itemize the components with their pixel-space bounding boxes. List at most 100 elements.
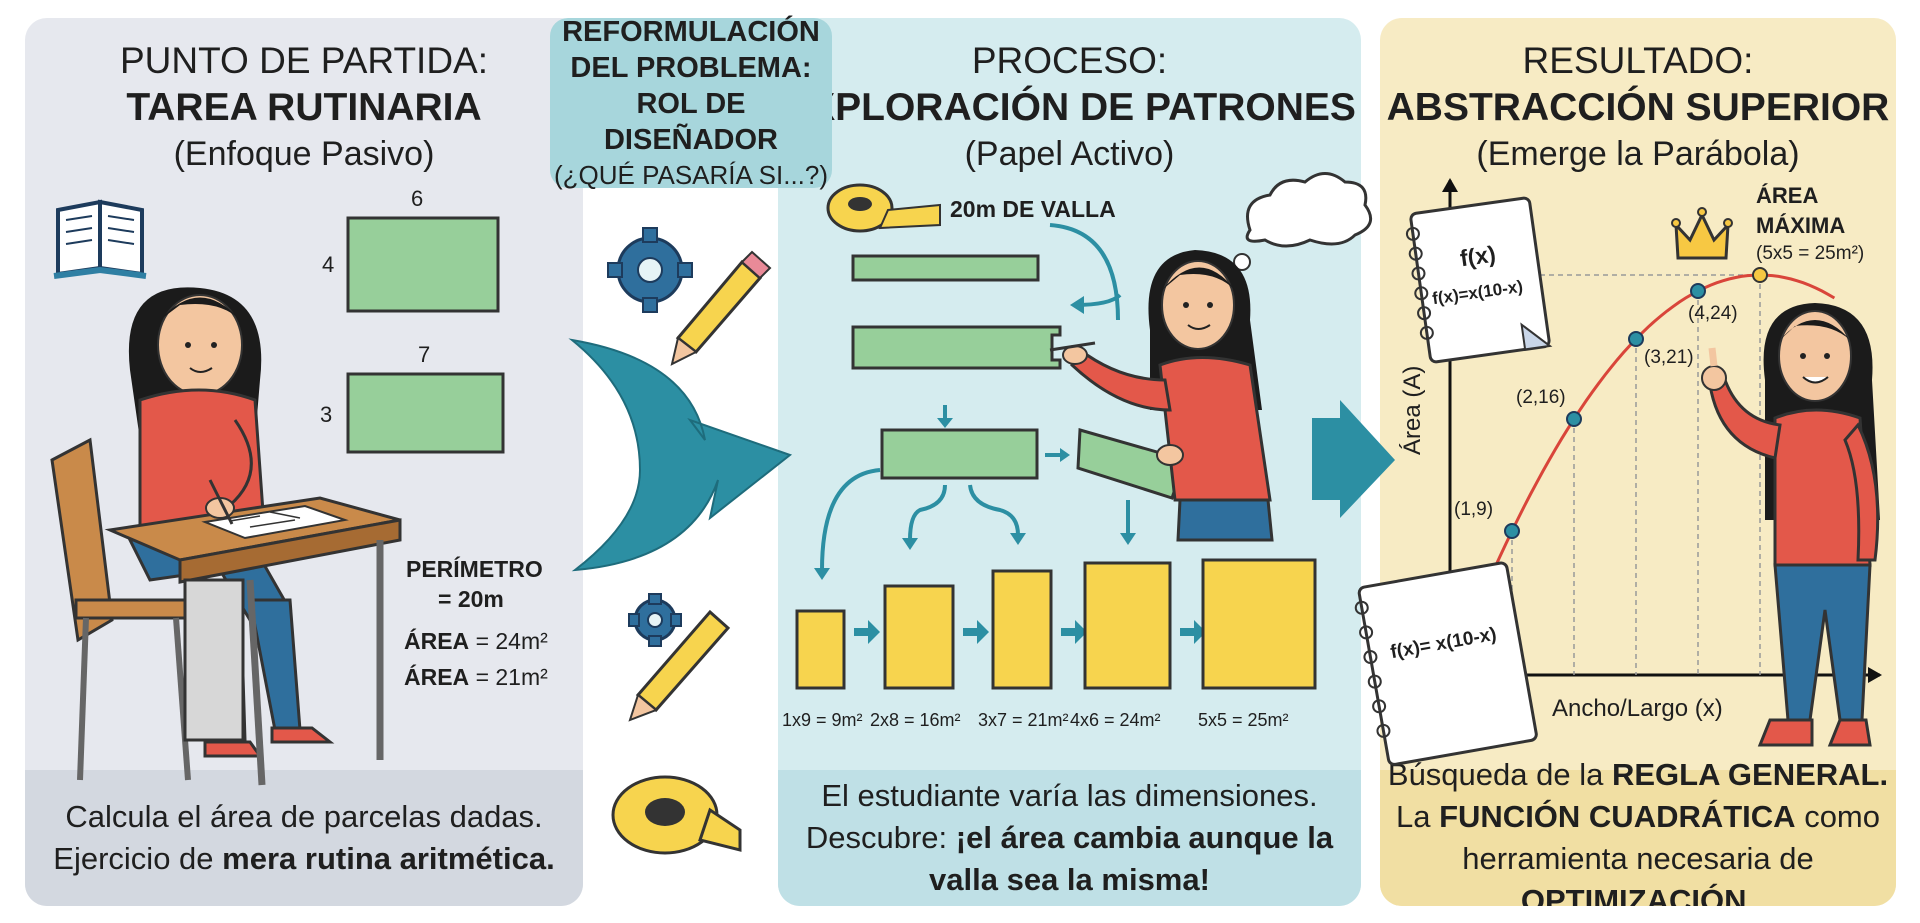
rectangle-6x4: [346, 216, 500, 313]
gear-icon: [628, 593, 682, 647]
bar-label-1x9: 1x9 = 9m²: [782, 710, 863, 730]
reform-line4: (¿QUÉ PASARÍA SI...?): [553, 160, 829, 190]
perimeter-line1: PERÍMETRO: [406, 556, 543, 582]
panel2-subtitle: (Papel Activo): [964, 135, 1175, 173]
notebook-icon: [1354, 561, 1538, 766]
fence-label: 20m DE VALLA: [950, 196, 1116, 222]
rect1-side-label: 4: [322, 252, 335, 277]
bar-1x9: [795, 609, 846, 690]
panel1-footer-line2: Ejercicio de mera rutina aritmética.: [53, 838, 554, 880]
fence-bending-rectangle: [851, 325, 1062, 370]
rect1-top-label: 6: [411, 186, 424, 211]
panel2-footer-line3: valla sea la misma!: [929, 859, 1210, 901]
reformulation-box: REFORMULACIÓN DEL PROBLEMA: ROL DE DISEÑ…: [550, 16, 832, 190]
tape-measure-icon: [826, 183, 941, 233]
pencil-icon: [670, 250, 772, 366]
panel3-subtitle: (Emerge la Parábola): [1476, 135, 1800, 173]
area-bar-chart: [795, 558, 1317, 690]
max-point: [1752, 267, 1768, 283]
rect2-top-label: 7: [418, 342, 431, 367]
bar-flow-arrow: [963, 620, 989, 644]
panel1-subtitle: (Enfoque Pasivo): [173, 135, 435, 173]
bar-flow-arrow: [1180, 620, 1206, 644]
reform-line3: ROL DE DISEÑADOR: [603, 88, 778, 156]
area1-text: ÁREA = 24m²: [404, 628, 548, 655]
notebook1-title: f(x): [1458, 240, 1498, 272]
book-icon: [53, 199, 147, 279]
panel1-footer-line1: Calcula el área de parcelas dadas.: [65, 799, 543, 834]
panel1-footer-prefix: Ejercicio de: [53, 841, 223, 876]
panel2-footer-bold: ¡el área cambia aunque la: [955, 820, 1334, 855]
panel3-title-top: RESULTADO:: [1522, 40, 1754, 81]
panel1-header: PUNTO DE PARTIDA: TAREA RUTINARIA (Enfoq…: [25, 38, 583, 176]
rectangle-7x3: [346, 372, 505, 454]
bar-5x5: [1201, 558, 1317, 690]
panel3-footer2-suffix: como: [1795, 799, 1880, 834]
area1-label: ÁREA: [404, 628, 470, 654]
panel2-footer: El estudiante varía las dimensiones. Des…: [778, 770, 1361, 906]
parabola-curve: [1461, 273, 1836, 645]
max-value: (5x5 = 25m²): [1756, 243, 1865, 264]
bar-label-4x6: 4x6 = 24m²: [1070, 710, 1161, 730]
tape-measure-icon: [611, 775, 742, 855]
panel2-title-main: EXPLORACIÓN DE PATRONES: [783, 86, 1356, 129]
bar-label-3x7: 3x7 = 21m²: [978, 710, 1069, 730]
gear-icon: [607, 227, 693, 313]
panel2-footer-prefix: Descubre:: [805, 820, 956, 855]
panel2-header: PROCESO: EXPLORACIÓN DE PATRONES (Papel …: [778, 38, 1361, 176]
pencil-icon: [628, 609, 731, 722]
area2-label: ÁREA: [404, 664, 470, 690]
panel3-footer-line3: herramienta necesaria de OPTIMIZACIÓN.: [1380, 838, 1896, 906]
y-axis-label: Área (A): [1399, 365, 1426, 455]
point-label: (4,24): [1688, 303, 1738, 324]
bar-flow-arrow: [1061, 620, 1087, 644]
fence-strip-rectangle: [851, 254, 1040, 282]
data-point: [1690, 283, 1706, 299]
reform-line1: REFORMULACIÓN: [562, 16, 820, 48]
area2-value: = 21m²: [475, 664, 548, 690]
notebook-icon: [1405, 196, 1553, 364]
panel3-footer3-prefix: herramienta necesaria de: [1462, 841, 1814, 876]
panel-starting-point: PUNTO DE PARTIDA: TAREA RUTINARIA (Enfoq…: [25, 18, 583, 906]
student-at-desk: [50, 287, 402, 786]
panel2-footer-line1: El estudiante varía las dimensiones.: [821, 778, 1318, 813]
panel3-footer-line1: Búsqueda de la REGLA GENERAL.: [1388, 754, 1888, 796]
bar-label-2x8: 2x8 = 16m²: [870, 710, 961, 730]
data-point: [1628, 331, 1644, 347]
transition-arrow-2: [1312, 400, 1395, 518]
panel1-footer: Calcula el área de parcelas dadas. Ejerc…: [25, 770, 583, 906]
max-label-line2: MÁXIMA: [1756, 213, 1846, 238]
bar-4x6: [1083, 561, 1172, 690]
panel3-footer1-bold: REGLA GENERAL.: [1611, 757, 1889, 792]
panel3-footer1-prefix: Búsqueda de la: [1387, 757, 1612, 792]
student-pointing: [1701, 303, 1880, 747]
panel3-header: RESULTADO: ABSTRACCIÓN SUPERIOR (Emerge …: [1380, 38, 1896, 176]
point-label: (1,9): [1454, 499, 1494, 520]
data-point: [1566, 411, 1582, 427]
reform-line2: DEL PROBLEMA:: [570, 52, 812, 84]
bar-3x7: [991, 569, 1053, 690]
student-exploring: [1049, 250, 1274, 542]
area1-value: = 24m²: [475, 628, 548, 654]
perimeter-line2: = 20m: [438, 586, 504, 612]
panel3-footer3-bold: OPTIMIZACIÓN.: [1520, 883, 1756, 906]
panel2-footer-line2: Descubre: ¡el área cambia aunque la: [806, 817, 1333, 859]
point-label: (2,16): [1516, 387, 1566, 408]
data-point: [1504, 523, 1520, 539]
bar-flow-arrow: [854, 620, 880, 644]
panel3-footer2-prefix: La: [1395, 799, 1440, 834]
panel3-footer-line2: La FUNCIÓN CUADRÁTICA como: [1396, 796, 1880, 838]
panel1-title-top: PUNTO DE PARTIDA:: [119, 40, 488, 81]
thought-cloud-icon: [1222, 172, 1373, 284]
bar-label-5x5: 5x5 = 25m²: [1198, 710, 1289, 730]
area2-text: ÁREA = 21m²: [404, 664, 548, 691]
max-label-line1: ÁREA: [1756, 183, 1819, 208]
panel1-footer-bold: mera rutina aritmética.: [222, 841, 555, 876]
panel1-title-main: TAREA RUTINARIA: [126, 86, 482, 129]
big-transition-arrow: [568, 338, 793, 572]
panel3-footer: Búsqueda de la REGLA GENERAL. La FUNCIÓN…: [1380, 757, 1896, 906]
x-axis-arrow: [1868, 667, 1882, 683]
panel3-footer2-bold: FUNCIÓN CUADRÁTICA: [1439, 799, 1796, 834]
crown-icon: [1671, 207, 1733, 260]
